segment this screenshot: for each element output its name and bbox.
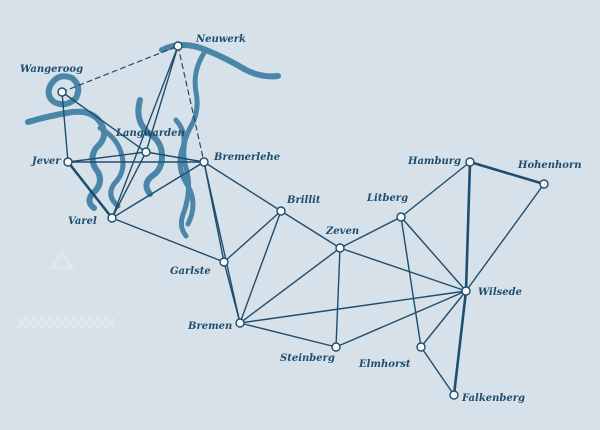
station-node-garlste[interactable]: [219, 257, 229, 267]
connection-wangerooog-neuwerk: [61, 45, 179, 93]
station-steinberg[interactable]: Steinberg: [280, 342, 341, 364]
station-node-brillit[interactable]: [276, 206, 286, 216]
connection-zeven-steinberg: [335, 247, 341, 348]
connection-bremen-wilsede: [239, 290, 467, 324]
connection-zeven-wilsede: [339, 247, 467, 292]
connection-varel-garlste: [111, 217, 225, 263]
station-label-langwarden: Langwarden: [115, 128, 185, 139]
station-label-elmhorst: Elmhorst: [358, 359, 411, 370]
wangeroog-island-shore: [45, 73, 82, 108]
paper-watermark: [16, 249, 116, 331]
connection-hamburg-wilsede: [464, 160, 472, 293]
station-neuwerk[interactable]: Neuwerk: [173, 34, 246, 51]
connection-langwarden-varel: [111, 151, 147, 219]
elbe-estuary: [159, 42, 281, 80]
station-langwarden[interactable]: Langwarden: [115, 128, 185, 157]
connection-wilsede-falkenberg: [452, 289, 468, 397]
station-label-neuwerk: Neuwerk: [195, 34, 246, 45]
station-zeven[interactable]: Zeven: [325, 226, 359, 253]
connection-wilsede-elmhorst: [420, 290, 467, 348]
connection-neuwerk-langwarden: [145, 45, 179, 153]
connection-hamburg-hohenhorn: [468, 160, 546, 186]
connection-langwarden-bremerlehe: [145, 151, 205, 163]
station-node-hohenhorn[interactable]: [539, 179, 549, 189]
connection-garlste-bremen: [223, 261, 241, 324]
connection-wangerooog-jever: [61, 91, 69, 163]
station-label-brillit: Brillit: [286, 195, 321, 206]
station-label-jever: Jever: [30, 156, 61, 167]
connection-varel-bremerlehe: [111, 161, 205, 219]
connection-litberg-hamburg: [400, 161, 471, 218]
station-node-neuwerk[interactable]: [173, 41, 183, 51]
station-node-bremen[interactable]: [235, 318, 245, 328]
connection-jever-langwarden: [67, 151, 147, 163]
station-wilsede[interactable]: Wilsede: [461, 286, 522, 298]
jade-bay-inner: [97, 125, 126, 209]
station-label-hamburg: Hamburg: [407, 156, 461, 167]
connection-zeven-litberg: [339, 216, 402, 249]
station-node-langwarden[interactable]: [141, 147, 151, 157]
connection-brillit-zeven: [280, 210, 341, 249]
station-label-bremerlehe: Bremerlehe: [213, 152, 280, 163]
station-label-varel: Varel: [68, 216, 97, 227]
station-node-hamburg[interactable]: [465, 157, 475, 167]
station-hohenhorn[interactable]: Hohenhorn: [517, 160, 582, 189]
connection-neuwerk-varel: [111, 45, 179, 219]
station-node-elmhorst[interactable]: [416, 342, 426, 352]
station-node-wangerooog[interactable]: [57, 87, 67, 97]
station-node-litberg[interactable]: [396, 212, 406, 222]
station-node-wilsede[interactable]: [461, 286, 471, 296]
station-jever[interactable]: Jever: [30, 156, 73, 167]
connection-bremerlehe-brillit: [203, 161, 282, 212]
connection-garlste-brillit: [223, 210, 282, 263]
connection-bremen-steinberg: [239, 322, 337, 348]
connection-litberg-elmhorst: [400, 216, 422, 348]
station-label-garlste: Garlste: [170, 266, 211, 277]
station-node-bremerlehe[interactable]: [199, 157, 209, 167]
connection-hohenhorn-wilsede: [465, 183, 545, 292]
station-node-jever[interactable]: [63, 157, 73, 167]
connection-elmhorst-falkenberg: [420, 346, 455, 396]
weser-branch: [173, 117, 196, 227]
station-bremen[interactable]: Bremen: [187, 318, 245, 332]
station-label-wangerooog: Wangeroog: [20, 64, 83, 75]
connection-litberg-wilsede: [400, 216, 467, 292]
connection-jever-varel: [66, 160, 114, 220]
station-node-zeven[interactable]: [335, 243, 345, 253]
station-label-hohenhorn: Hohenhorn: [517, 160, 582, 171]
station-garlste[interactable]: Garlste: [170, 257, 229, 277]
connection-bremerlehe-bremen: [203, 161, 241, 324]
station-varel[interactable]: Varel: [68, 213, 117, 227]
connection-steinberg-wilsede: [335, 290, 467, 348]
station-litberg[interactable]: Litberg: [366, 193, 408, 222]
station-bremerlehe[interactable]: Bremerlehe: [199, 152, 280, 167]
connection-wangerooog-langwarden: [61, 91, 147, 153]
station-hamburg[interactable]: Hamburg: [407, 156, 475, 167]
station-falkenberg[interactable]: Falkenberg: [449, 390, 525, 404]
station-node-falkenberg[interactable]: [449, 390, 459, 400]
station-label-falkenberg: Falkenberg: [461, 393, 525, 404]
weser-river: [135, 97, 165, 197]
connection-bremen-zeven: [239, 247, 341, 324]
station-label-wilsede: Wilsede: [478, 287, 522, 298]
station-label-zeven: Zeven: [325, 226, 359, 237]
station-brillit[interactable]: Brillit: [276, 195, 321, 216]
connections-layer: [61, 45, 546, 397]
connection-neuwerk-bremerlehe: [177, 45, 205, 163]
station-label-steinberg: Steinberg: [280, 353, 335, 364]
station-wangerooog[interactable]: Wangeroog: [20, 64, 83, 97]
station-node-steinberg[interactable]: [331, 342, 341, 352]
station-elmhorst[interactable]: Elmhorst: [358, 342, 426, 370]
station-node-varel[interactable]: [107, 213, 117, 223]
station-label-litberg: Litberg: [366, 193, 408, 204]
connection-brillit-bremen: [239, 210, 282, 324]
station-label-bremen: Bremen: [187, 321, 232, 332]
